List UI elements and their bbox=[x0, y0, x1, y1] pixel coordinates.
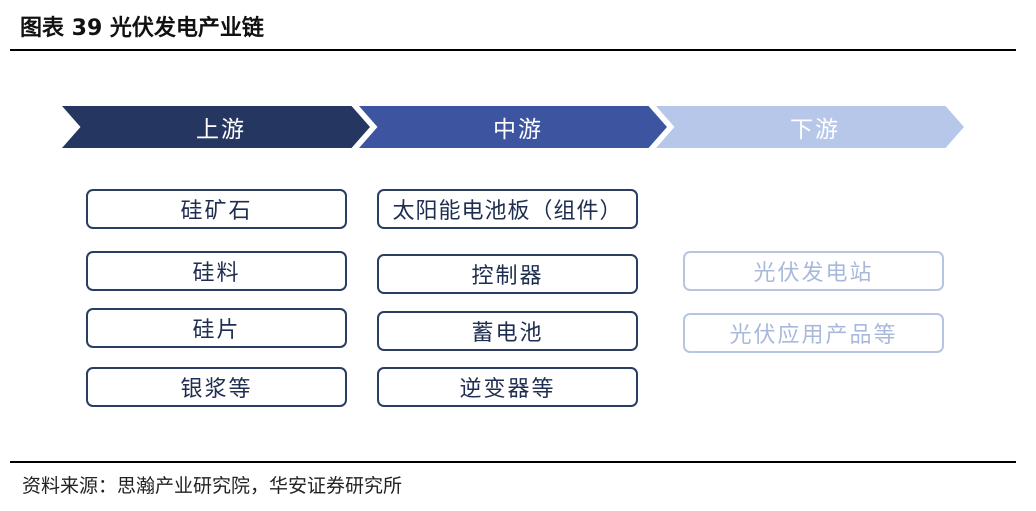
upstream-item-silicon-ore: 硅矿石 bbox=[86, 189, 347, 229]
stage-arrow-downstream: 下游 bbox=[656, 106, 964, 148]
upstream-item-wafer: 硅片 bbox=[86, 308, 347, 348]
midstream-item-battery: 蓄电池 bbox=[377, 311, 638, 351]
stage-label-upstream: 上游 bbox=[196, 117, 246, 143]
downstream-item-pv-products: 光伏应用产品等 bbox=[683, 313, 944, 353]
stage-arrow-upstream: 上游 bbox=[62, 106, 370, 148]
stage-label-midstream: 中游 bbox=[493, 117, 543, 143]
stage-arrow-midstream: 中游 bbox=[359, 106, 667, 148]
bottom-rule bbox=[10, 461, 1016, 463]
source-note: 资料来源：思瀚产业研究院，华安证券研究所 bbox=[22, 475, 403, 497]
midstream-item-controller: 控制器 bbox=[377, 254, 638, 294]
upstream-item-silver-paste: 银浆等 bbox=[86, 367, 347, 407]
stage-label-downstream: 下游 bbox=[790, 117, 840, 143]
downstream-item-pv-station: 光伏发电站 bbox=[683, 251, 944, 291]
upstream-item-polysilicon: 硅料 bbox=[86, 251, 347, 291]
midstream-item-solar-module: 太阳能电池板（组件） bbox=[377, 189, 638, 229]
midstream-item-inverter: 逆变器等 bbox=[377, 367, 638, 407]
figure-title: 图表 39 光伏发电产业链 bbox=[20, 16, 264, 41]
top-rule bbox=[10, 49, 1016, 51]
